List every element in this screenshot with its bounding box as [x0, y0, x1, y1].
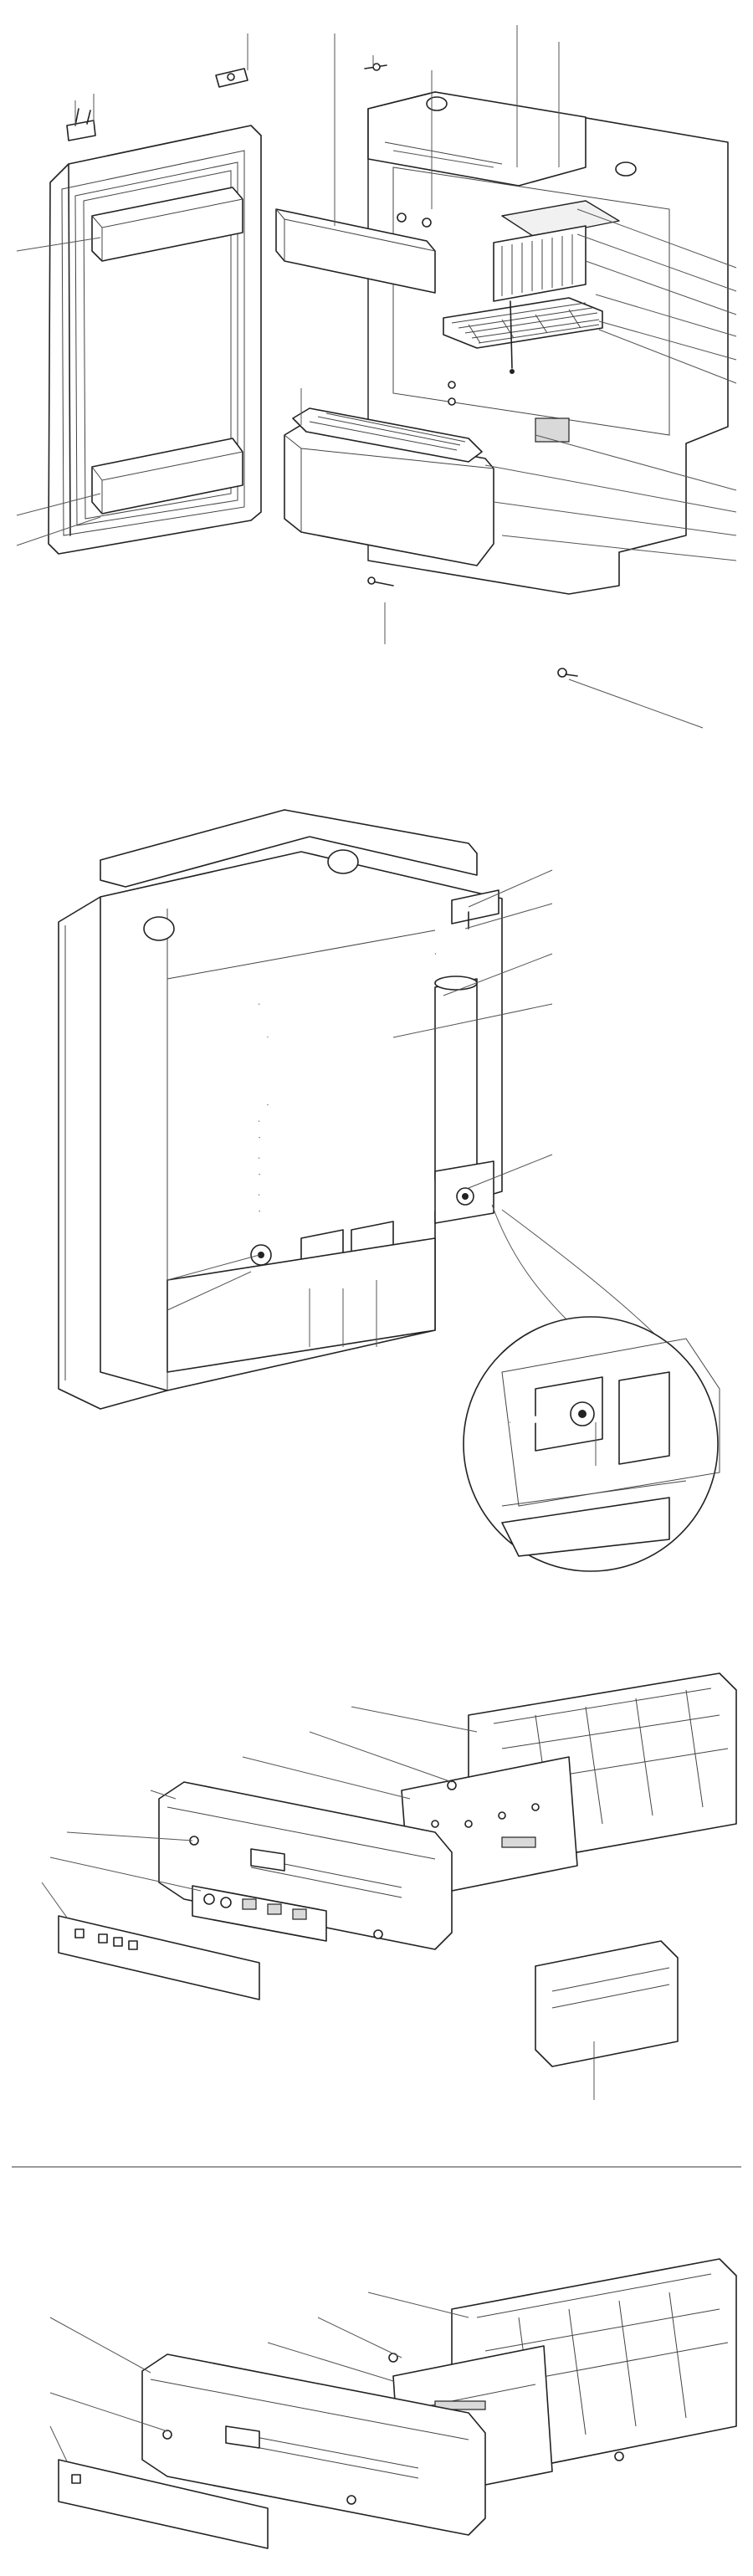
door-hinge-top — [215, 68, 248, 88]
door-hinge-left — [66, 108, 96, 141]
figure-control-panel-a — [41, 1672, 737, 2100]
top-frame — [100, 809, 478, 941]
leader-lines-fig4 — [49, 2292, 469, 2462]
figure-control-panel-b — [49, 2258, 737, 2549]
door-upper-shelf — [91, 187, 243, 262]
door-lower-shelf — [91, 438, 243, 515]
crisper-drawer — [284, 407, 494, 566]
bottom-screw — [367, 576, 394, 586]
label-sticker-a — [58, 1915, 260, 2000]
drawer-cover — [275, 208, 436, 294]
loose-screw — [557, 668, 578, 678]
figure-rear-cooling-unit — [58, 809, 720, 1572]
bottom-panel — [166, 1237, 436, 1373]
screws-a — [189, 1780, 457, 1939]
figure-fridge-interior — [16, 25, 737, 729]
label-plate — [535, 417, 570, 443]
leader-lines-fig2 — [166, 869, 597, 1466]
cooling-coil — [254, 950, 436, 1239]
burner-housing — [434, 1160, 494, 1224]
hinge-pin-top — [364, 63, 387, 71]
side-bracket-a — [535, 1940, 679, 2067]
thermostat-sensor — [510, 300, 515, 374]
front-cover-b — [141, 2353, 486, 2536]
display-module-a — [192, 1885, 327, 1942]
screws-b — [162, 2353, 624, 2505]
leader-lines-fig3 — [41, 1706, 595, 2100]
leader-lines-fig1 — [16, 25, 737, 729]
absorber-cylinder — [434, 976, 478, 1180]
wire-shelf-upper — [443, 297, 603, 349]
evaporator-fins — [493, 200, 620, 302]
label-sticker-b — [58, 2459, 269, 2549]
zoom-callout — [463, 1204, 720, 1572]
